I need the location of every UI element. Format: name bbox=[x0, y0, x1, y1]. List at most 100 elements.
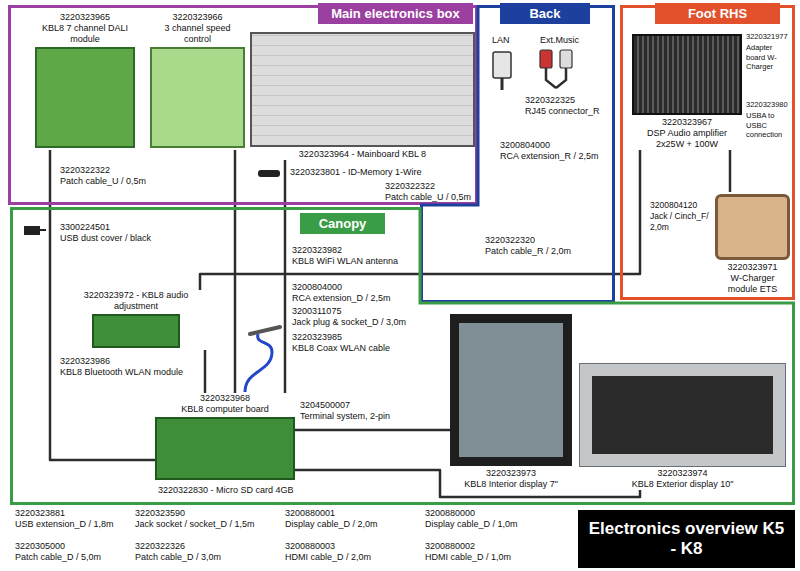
part-number-label: RJ45 connector_R bbox=[525, 106, 600, 117]
part-box: 3220323965KBL8 7 channel DALI module bbox=[35, 12, 135, 150]
part-graphic bbox=[92, 314, 180, 348]
part-number-label: HDMI cable_D / 2,0m bbox=[285, 552, 371, 563]
part-graphic bbox=[632, 34, 742, 115]
part-number-label: 3200804000 bbox=[292, 282, 342, 293]
part-box: 32203239663 channel speed control bbox=[150, 12, 245, 150]
region-title: Back bbox=[500, 3, 590, 24]
title-box: Electronics overview K5 - K8 bbox=[578, 510, 795, 568]
part-label: 3220323965 bbox=[35, 12, 135, 23]
part-label: 3220323964 - Mainboard KBL 8 bbox=[250, 149, 475, 160]
part-number-label: USBA to USBC connection bbox=[746, 111, 790, 140]
part-number-label: Ext.Music bbox=[540, 35, 579, 46]
part-number-label: 3220323985 bbox=[292, 332, 342, 343]
part-number-label: 3220322830 - Micro SD card 4GB bbox=[158, 485, 294, 496]
cable bbox=[501, 78, 504, 90]
part-graphic bbox=[715, 194, 790, 260]
part-number-label: Display cable_D / 1,0m bbox=[425, 519, 518, 530]
region-border bbox=[622, 7, 794, 299]
cable-connector bbox=[284, 160, 287, 393]
part-label: 3220323971 bbox=[715, 262, 790, 273]
region-border bbox=[422, 7, 614, 302]
part-number-label: 3200880001 bbox=[285, 508, 335, 519]
part-number-label: HDMI cable_D / 1,0m bbox=[425, 552, 511, 563]
part-label: KBL8 computer board bbox=[155, 404, 295, 415]
part-graphic bbox=[155, 417, 295, 480]
part-label: 3220323972 - KBL8 audio adjustment bbox=[62, 290, 210, 312]
part-number-label: Patch cable_U / 0,5m bbox=[385, 192, 471, 203]
part-number-label: 3220322320 bbox=[485, 235, 535, 246]
part-number-label: 3204500007 bbox=[300, 400, 350, 411]
region-title: Main electronics box bbox=[318, 3, 473, 24]
part-number-label: 3220323801 - ID-Memory 1-Wire bbox=[290, 167, 422, 178]
part-number-label: 3220321977 bbox=[746, 32, 790, 42]
region-border bbox=[12, 209, 794, 504]
part-number-label: 3220323980 bbox=[746, 100, 790, 110]
part-label: KBL8 7 channel DALI module bbox=[35, 23, 135, 45]
part-number-label: Patch cable_R / 2,0m bbox=[485, 246, 571, 257]
part-number-label: 3220322326 bbox=[135, 541, 185, 552]
part-number-label: Display cable_D / 2,0m bbox=[285, 519, 378, 530]
part-graphic bbox=[150, 47, 245, 148]
part-number-label: Jack socket / socket_D / 1,5m bbox=[135, 519, 255, 530]
part-number-label: 3200880002 bbox=[425, 541, 475, 552]
part-number-label: 3200311075 bbox=[292, 306, 341, 317]
cable-connector bbox=[234, 150, 237, 393]
part-number-label: 3300224501 bbox=[60, 222, 110, 233]
part-number-label: LAN bbox=[492, 35, 510, 46]
id-memory-plug bbox=[258, 170, 280, 177]
part-number-label: 3200880003 bbox=[285, 541, 335, 552]
rca-plug bbox=[540, 50, 552, 68]
part-label: 3220323968 bbox=[155, 393, 295, 404]
rca-plug bbox=[560, 50, 572, 68]
part-number-label: USB dust cover / black bbox=[60, 233, 151, 244]
part-label: KBL8 Interior display 7" bbox=[450, 479, 572, 490]
part-graphic bbox=[450, 314, 572, 466]
part-graphic bbox=[35, 47, 135, 148]
part-number-label: 3220323986 bbox=[60, 356, 110, 367]
wlan-antenna bbox=[250, 327, 280, 334]
part-label: 3220323974 bbox=[580, 468, 785, 479]
part-number-label: Adapter board W-Charger bbox=[746, 43, 790, 72]
part-box: 3220323972 - KBL8 audio adjustment bbox=[62, 290, 210, 350]
part-number-label: Patch cable_D / 3,0m bbox=[135, 552, 221, 563]
part-number-label: USB extension_D / 1,8m bbox=[15, 519, 114, 530]
part-label: 3220323967 bbox=[632, 117, 742, 128]
part-number-label: Patch cable_U / 0,5m bbox=[60, 176, 146, 187]
part-number-label: Jack / Cinch_F/ 2,0m bbox=[650, 211, 710, 232]
cable-connector bbox=[295, 470, 640, 497]
part-number-label: KBL8 Bluetooth WLAN module bbox=[60, 367, 183, 378]
part-box: 3220323971W-Charger module ETS bbox=[715, 192, 790, 295]
cable bbox=[40, 229, 46, 231]
part-label: W-Charger module ETS bbox=[715, 273, 790, 295]
part-box: 3220323974KBL8 Exterior display 10" bbox=[580, 362, 785, 490]
part-label: 3220323973 bbox=[450, 468, 572, 479]
part-number-label: 3220323982 bbox=[292, 245, 342, 256]
region-border bbox=[10, 7, 477, 204]
part-number-label: Jack plug & socket_D / 3,0m bbox=[292, 317, 406, 328]
part-label: 3 channel speed control bbox=[150, 23, 245, 45]
part-number-label: Patch cable_D / 5,0m bbox=[15, 552, 101, 563]
part-box: 3220323964 - Mainboard KBL 8 bbox=[250, 30, 475, 160]
region-title: Canopy bbox=[300, 213, 385, 234]
part-number-label: 3220323881 bbox=[15, 508, 65, 519]
part-number-label: 3220305000 bbox=[15, 541, 65, 552]
coax-cable bbox=[245, 334, 272, 392]
part-number-label: 3220322322 bbox=[60, 165, 110, 176]
part-number-label: 3200880000 bbox=[425, 508, 475, 519]
part-number-label: RCA extension_R / 2,5m bbox=[500, 151, 599, 162]
part-graphic bbox=[250, 32, 475, 147]
part-box: 3220323968KBL8 computer board bbox=[155, 393, 295, 482]
diagram-title: Electronics overview K5 - K8 bbox=[584, 519, 789, 559]
cable-connector bbox=[295, 429, 450, 432]
part-box: 3220323967DSP Audio amplifier 2x25W + 10… bbox=[632, 32, 742, 150]
part-label: DSP Audio amplifier 2x25W + 100W bbox=[632, 128, 742, 150]
region-title: Foot RHS bbox=[655, 3, 780, 24]
part-number-label: 3220323590 bbox=[135, 508, 185, 519]
part-number-label: KBL8 Coax WLAN cable bbox=[292, 343, 390, 354]
part-label: 3220323966 bbox=[150, 12, 245, 23]
part-number-label: KBL8 WiFi WLAN antenna bbox=[292, 256, 398, 267]
part-box: 3220323973KBL8 Interior display 7" bbox=[450, 312, 572, 490]
cable-connector bbox=[204, 350, 207, 393]
usb-dust-cover bbox=[24, 226, 40, 235]
